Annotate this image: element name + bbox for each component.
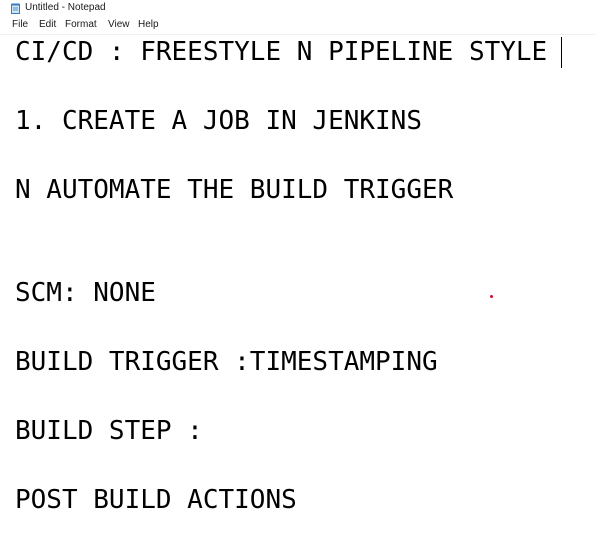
text-caret	[561, 37, 562, 68]
menu-file[interactable]: File	[12, 19, 29, 30]
window-title: Untitled - Notepad	[25, 2, 106, 13]
menu-edit[interactable]: Edit	[39, 19, 57, 30]
menu-help[interactable]: Help	[138, 19, 159, 30]
menu-bar: File Edit Format View Help	[0, 17, 595, 33]
notepad-icon	[11, 3, 20, 14]
text-line-1: CI/CD : FREESTYLE N PIPELINE STYLE	[15, 37, 548, 67]
title-bar[interactable]: Untitled - Notepad	[0, 0, 595, 16]
text-line-3: N AUTOMATE THE BUILD TRIGGER	[15, 175, 454, 205]
menu-view[interactable]: View	[108, 19, 130, 30]
text-line-5: BUILD TRIGGER :TIMESTAMPING	[15, 347, 438, 377]
mouse-pointer-dot	[490, 295, 493, 298]
text-line-6: BUILD STEP :	[15, 416, 203, 446]
text-editor-area[interactable]	[0, 34, 595, 542]
text-line-4: SCM: NONE	[15, 278, 156, 308]
menu-format[interactable]: Format	[65, 19, 97, 30]
text-line-7: POST BUILD ACTIONS	[15, 485, 297, 515]
text-line-2: 1. CREATE A JOB IN JENKINS	[15, 106, 422, 136]
